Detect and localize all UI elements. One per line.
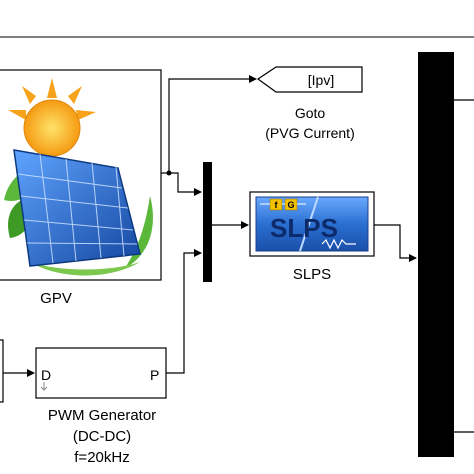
mux-bar[interactable] [203, 162, 212, 282]
slps-icon-f: f [275, 200, 279, 210]
line-gpv-to-mux [169, 172, 202, 196]
line-pwm-to-mux [166, 249, 202, 374]
solar-panel-sun-icon [4, 78, 153, 276]
pwm-input-port-arrow-icon [40, 382, 48, 392]
line-to-goto [168, 75, 257, 173]
slps-inner-text: SLPS [270, 213, 338, 243]
slps-block[interactable] [249, 191, 375, 257]
gpv-label: GPV [40, 290, 72, 307]
bus-bar[interactable] [418, 52, 454, 457]
goto-block[interactable] [256, 66, 363, 93]
signal-lines [3, 75, 474, 433]
pwm-label: PWM Generator [48, 407, 156, 424]
slps-label: SLPS [293, 266, 331, 283]
branch-point [166, 170, 172, 176]
pwm-sublabel: (DC-DC) [73, 428, 131, 445]
goto-sublabel: (PVG Current) [265, 125, 354, 141]
pwm-port-in: D [41, 367, 51, 383]
goto-label: Goto [295, 105, 326, 121]
goto-tag: [Ipv] [308, 72, 334, 88]
slps-icon-g: G [287, 200, 294, 210]
pwm-port-out: P [150, 367, 159, 383]
resistor-icon [321, 238, 356, 250]
pwm-generator-block[interactable] [35, 347, 167, 399]
gpv-block[interactable] [0, 69, 162, 281]
pwm-freq-label: f=20kHz [74, 449, 129, 466]
line-slps-to-bus [374, 224, 417, 262]
partial-left-block[interactable] [0, 339, 4, 403]
